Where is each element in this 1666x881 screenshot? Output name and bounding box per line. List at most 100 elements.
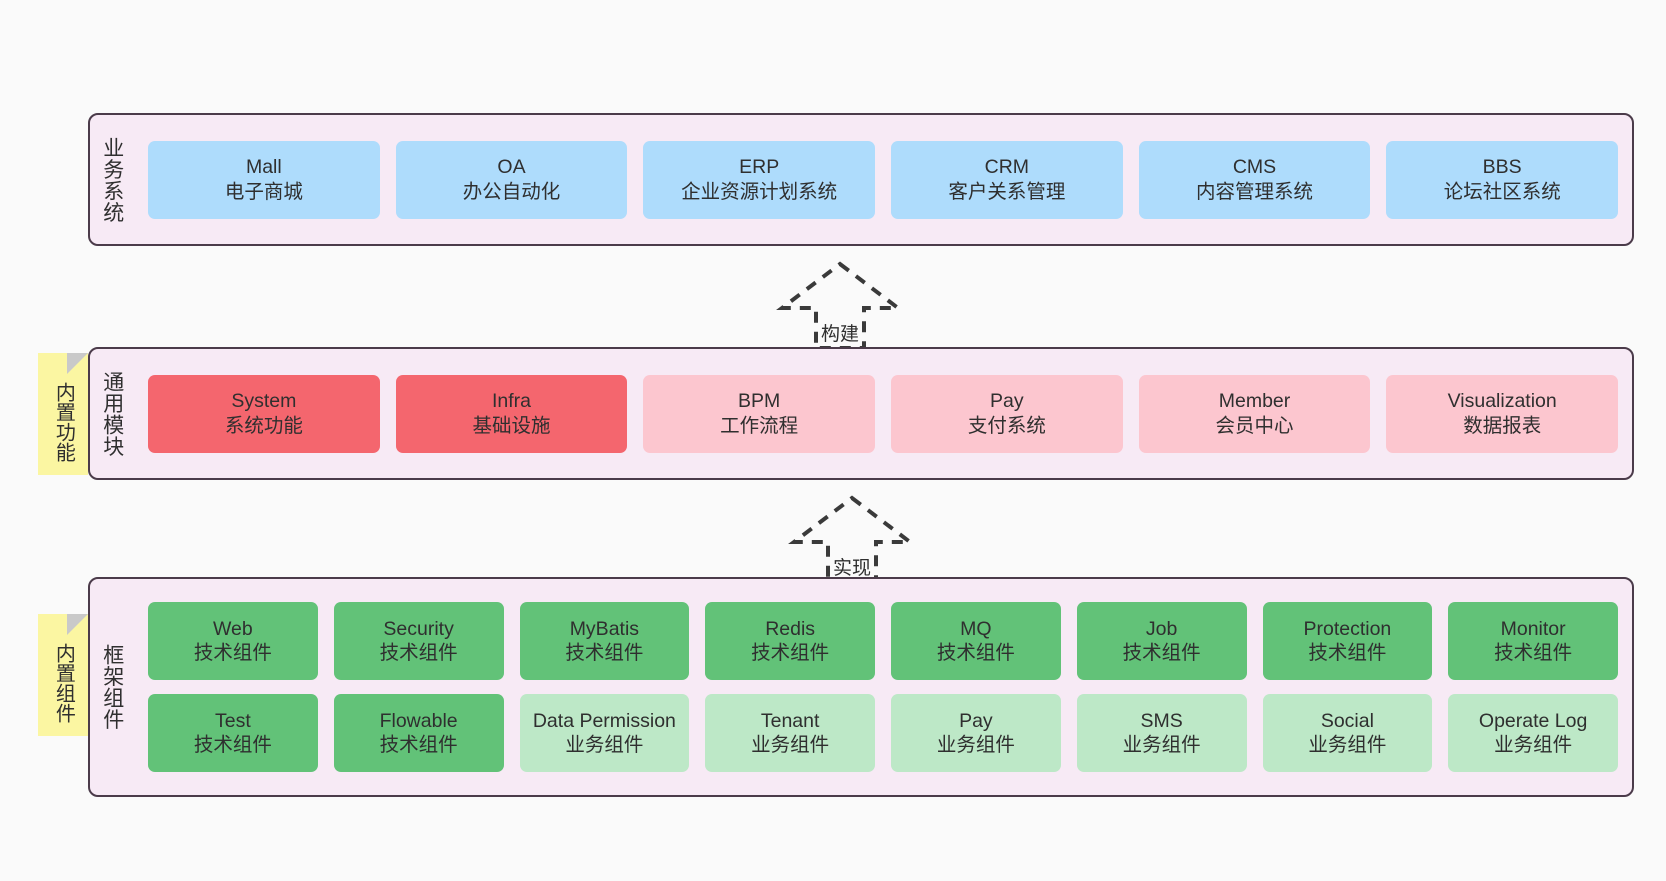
card-title: ERP (739, 156, 780, 179)
card-title: Monitor (1500, 617, 1566, 640)
card-subtitle: 业务组件 (1122, 734, 1201, 756)
layer-body-common-modules: System 系统功能 Infra 基础设施 BPM 工作流程 Pay 支付系统… (134, 349, 1632, 478)
card-subtitle: 电子商城 (224, 180, 303, 203)
card-title: Job (1145, 617, 1178, 640)
card-subtitle: 支付系统 (967, 414, 1046, 437)
card-security[interactable]: Security 技术组件 (333, 602, 504, 680)
card-title: BBS (1482, 156, 1522, 179)
card-row: Test 技术组件 Flowable 技术组件 Data Permission … (148, 694, 1618, 772)
card-infra[interactable]: Infra 基础设施 (395, 374, 628, 453)
card-subtitle: 业务组件 (1494, 734, 1573, 756)
card-row: Web 技术组件 Security 技术组件 MyBatis 技术组件 Redi… (148, 602, 1618, 680)
connector-build: 构建 (760, 258, 920, 354)
card-cms[interactable]: CMS 内容管理系统 (1138, 140, 1371, 219)
card-system[interactable]: System 系统功能 (148, 374, 380, 453)
card-oa[interactable]: OA 办公自动化 (395, 140, 628, 219)
card-title: Protection (1303, 617, 1392, 640)
card-redis[interactable]: Redis 技术组件 (705, 602, 875, 680)
card-subtitle: 技术组件 (936, 642, 1015, 664)
card-operate-log[interactable]: Operate Log 业务组件 (1448, 694, 1618, 772)
card-test[interactable]: Test 技术组件 (148, 694, 318, 772)
card-title: MyBatis (569, 617, 640, 640)
card-job[interactable]: Job 技术组件 (1076, 602, 1247, 680)
card-title: Pay (990, 390, 1024, 413)
layer-business-systems: 业务系统 Mall 电子商城 OA 办公自动化 ERP 企业资源计划系统 CRM… (88, 113, 1634, 246)
card-subtitle: 会员中心 (1215, 414, 1294, 437)
note-label: 内置组件 (52, 643, 75, 723)
card-row: System 系统功能 Infra 基础设施 BPM 工作流程 Pay 支付系统… (148, 374, 1619, 453)
card-web[interactable]: Web 技术组件 (148, 602, 318, 680)
layer-body-framework-components: Web 技术组件 Security 技术组件 MyBatis 技术组件 Redi… (134, 579, 1632, 795)
card-title: Pay (959, 709, 993, 732)
card-subtitle: 技术组件 (751, 642, 830, 664)
card-flowable[interactable]: Flowable 技术组件 (333, 694, 504, 772)
card-visualization[interactable]: Visualization 数据报表 (1386, 374, 1619, 453)
card-title: System (231, 390, 297, 413)
layer-framework-components: 框架组件 Web 技术组件 Security 技术组件 MyBatis 技术组件… (88, 577, 1634, 797)
card-sms[interactable]: SMS 业务组件 (1076, 694, 1247, 772)
card-title: Web (213, 617, 253, 640)
card-title: BPM (738, 390, 781, 413)
card-title: OA (497, 156, 526, 179)
card-subtitle: 内容管理系统 (1196, 180, 1314, 203)
layer-title-business-systems: 业务系统 (100, 136, 124, 223)
card-subtitle: 技术组件 (565, 642, 644, 664)
layer-title-framework-components: 框架组件 (100, 644, 124, 730)
card-title: Data Permission (532, 709, 676, 732)
card-mybatis[interactable]: MyBatis 技术组件 (519, 602, 690, 680)
card-subtitle: 系统功能 (224, 414, 303, 437)
card-social[interactable]: Social 业务组件 (1262, 694, 1433, 772)
card-mall[interactable]: Mall 电子商城 (148, 140, 380, 219)
card-title: Visualization (1447, 390, 1557, 413)
card-title: Flowable (379, 709, 458, 732)
card-mq[interactable]: MQ 技术组件 (891, 602, 1061, 680)
note-builtin-components: 内置组件 (38, 614, 88, 736)
card-subtitle: 技术组件 (1122, 642, 1201, 664)
card-title: Operate Log (1478, 709, 1588, 732)
card-subtitle: 业务组件 (1308, 734, 1387, 756)
card-member[interactable]: Member 会员中心 (1138, 374, 1371, 453)
card-subtitle: 业务组件 (565, 734, 644, 756)
card-subtitle: 论坛社区系统 (1443, 180, 1561, 203)
card-subtitle: 办公自动化 (462, 180, 561, 203)
card-title: Security (383, 617, 454, 640)
card-title: Redis (765, 617, 816, 640)
layer-title-common-modules: 通用模块 (100, 370, 124, 457)
card-subtitle: 技术组件 (1494, 642, 1573, 664)
card-title: SMS (1140, 709, 1183, 732)
card-subtitle: 工作流程 (720, 414, 799, 437)
card-subtitle: 技术组件 (193, 734, 272, 756)
layer-common-modules: 通用模块 System 系统功能 Infra 基础设施 BPM 工作流程 Pay… (88, 347, 1634, 480)
card-title: Social (1320, 709, 1374, 732)
card-title: Tenant (760, 709, 820, 732)
card-title: CMS (1232, 156, 1277, 179)
card-pay-component[interactable]: Pay 业务组件 (891, 694, 1061, 772)
card-protection[interactable]: Protection 技术组件 (1262, 602, 1433, 680)
card-title: Test (214, 709, 251, 732)
card-subtitle: 客户关系管理 (948, 180, 1066, 203)
card-monitor[interactable]: Monitor 技术组件 (1448, 602, 1618, 680)
card-row: Mall 电子商城 OA 办公自动化 ERP 企业资源计划系统 CRM 客户关系… (148, 140, 1619, 219)
connector-implement: 实现 (772, 492, 932, 588)
card-bbs[interactable]: BBS 论坛社区系统 (1386, 140, 1619, 219)
card-title: Member (1218, 390, 1291, 413)
card-bpm[interactable]: BPM 工作流程 (643, 374, 876, 453)
card-crm[interactable]: CRM 客户关系管理 (891, 140, 1123, 219)
card-subtitle: 数据报表 (1463, 414, 1542, 437)
card-title: Mall (245, 156, 282, 179)
card-data-permission[interactable]: Data Permission 业务组件 (519, 694, 690, 772)
note-label: 内置功能 (52, 382, 75, 462)
card-tenant[interactable]: Tenant 业务组件 (705, 694, 875, 772)
card-subtitle: 基础设施 (472, 414, 551, 437)
card-subtitle: 企业资源计划系统 (681, 180, 838, 203)
card-subtitle: 业务组件 (936, 734, 1015, 756)
note-builtin-features: 内置功能 (38, 353, 88, 475)
card-pay-module[interactable]: Pay 支付系统 (891, 374, 1123, 453)
card-subtitle: 业务组件 (751, 734, 830, 756)
card-subtitle: 技术组件 (193, 642, 272, 664)
card-title: CRM (984, 156, 1030, 179)
layer-body-business-systems: Mall 电子商城 OA 办公自动化 ERP 企业资源计划系统 CRM 客户关系… (134, 115, 1632, 244)
card-title: MQ (960, 617, 992, 640)
card-erp[interactable]: ERP 企业资源计划系统 (643, 140, 876, 219)
